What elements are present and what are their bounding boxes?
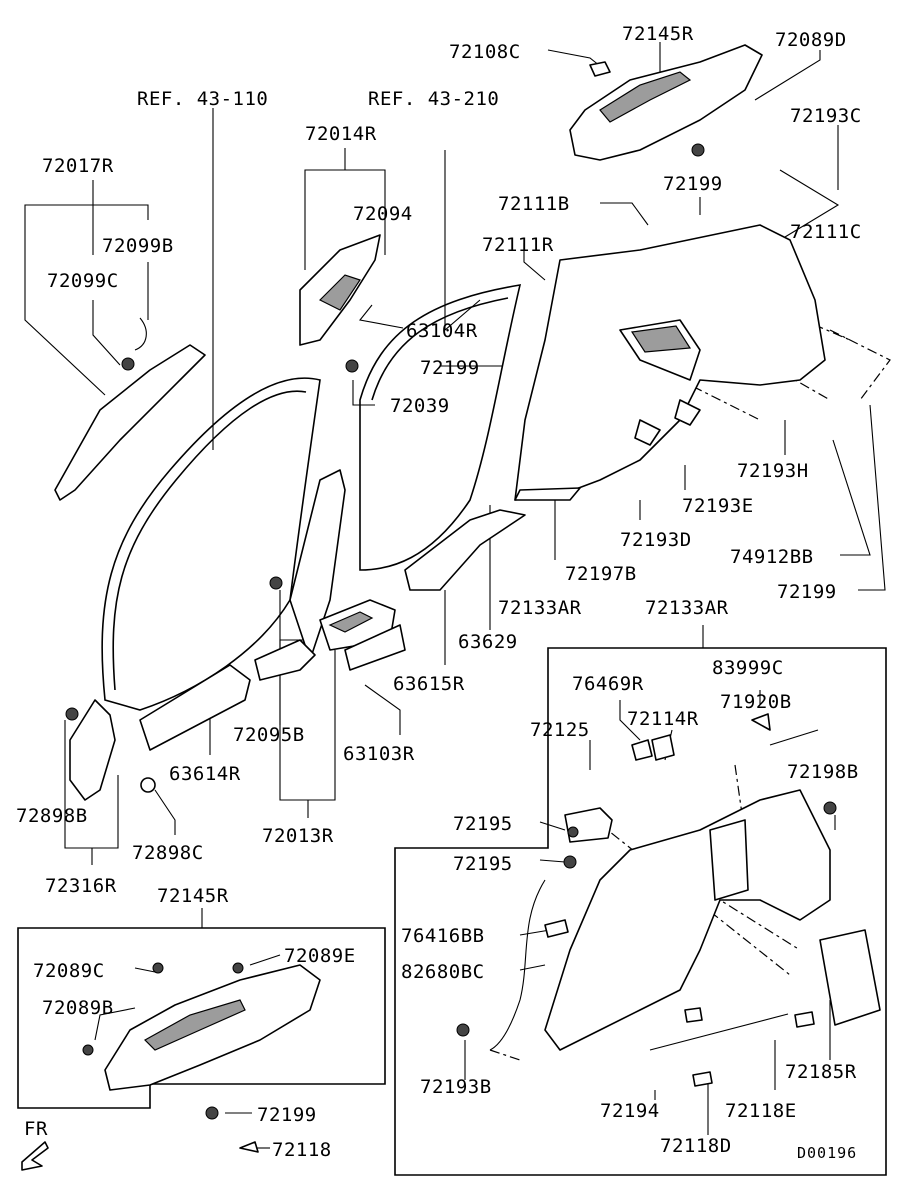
label-72898C: 72898C bbox=[132, 842, 204, 864]
label-72199-a: 72199 bbox=[663, 173, 723, 195]
label-72193C: 72193C bbox=[790, 105, 862, 127]
label-72316R: 72316R bbox=[45, 875, 117, 897]
label-72185R: 72185R bbox=[785, 1061, 857, 1083]
detail-box-72133AR bbox=[394, 647, 887, 1176]
label-72145R-top: 72145R bbox=[622, 23, 694, 45]
fr-label: FR bbox=[24, 1118, 48, 1140]
label-72089D: 72089D bbox=[775, 29, 847, 51]
label-72898B: 72898B bbox=[16, 805, 88, 827]
label-72089E: 72089E bbox=[284, 945, 356, 967]
label-72108C: 72108C bbox=[449, 41, 521, 63]
rear-quarter-trim bbox=[514, 224, 826, 501]
label-72111R: 72111R bbox=[482, 234, 554, 256]
label-72193D: 72193D bbox=[620, 529, 692, 551]
label-72099C: 72099C bbox=[47, 270, 119, 292]
label-72089B: 72089B bbox=[42, 997, 114, 1019]
label-63103R: 63103R bbox=[343, 743, 415, 765]
label-72193E: 72193E bbox=[682, 495, 754, 517]
label-76416BB: 76416BB bbox=[401, 925, 485, 947]
label-72199-d: 72199 bbox=[257, 1104, 317, 1126]
label-72095B: 72095B bbox=[233, 724, 305, 746]
scuff-plates bbox=[139, 509, 526, 751]
label-76469R: 76469R bbox=[572, 673, 644, 695]
label-72118E: 72118E bbox=[725, 1100, 797, 1122]
detail-72145R-trim bbox=[82, 962, 321, 1153]
label-72039: 72039 bbox=[390, 395, 450, 417]
label-82680BC: 82680BC bbox=[401, 961, 485, 983]
label-74912BB: 74912BB bbox=[730, 546, 814, 568]
labels: 72145R 72108C 72089D 72193C 72199 72111B… bbox=[16, 23, 862, 1162]
label-63104R: 63104R bbox=[406, 320, 478, 342]
label-72133AR-a: 72133AR bbox=[498, 597, 582, 619]
label-72195-b: 72195 bbox=[453, 853, 513, 875]
label-72199-c: 72199 bbox=[777, 581, 837, 603]
label-72118: 72118 bbox=[272, 1139, 332, 1161]
label-83999C: 83999C bbox=[712, 657, 784, 679]
label-72199-b: 72199 bbox=[420, 357, 480, 379]
label-72094: 72094 bbox=[353, 203, 413, 225]
upper-trim-part bbox=[569, 44, 763, 161]
label-72193B: 72193B bbox=[420, 1076, 492, 1098]
ref-43-110: REF. 43-110 bbox=[137, 88, 268, 110]
a-pillar-trim bbox=[54, 317, 206, 501]
label-72145R-bottom: 72145R bbox=[157, 885, 229, 907]
ref-43-210: REF. 43-210 bbox=[368, 88, 499, 110]
detail-72133AR-trim bbox=[456, 713, 881, 1087]
diagram-id: D00196 bbox=[797, 1144, 857, 1162]
label-72195-a: 72195 bbox=[453, 813, 513, 835]
label-72194: 72194 bbox=[600, 1100, 660, 1122]
label-72125: 72125 bbox=[530, 719, 590, 741]
label-72118D: 72118D bbox=[660, 1135, 732, 1157]
label-72133AR-b: 72133AR bbox=[645, 597, 729, 619]
front-direction-arrow bbox=[21, 1141, 49, 1171]
label-72017R: 72017R bbox=[42, 155, 114, 177]
front-lower-trim bbox=[65, 699, 156, 801]
label-72111B: 72111B bbox=[498, 193, 570, 215]
label-72114R: 72114R bbox=[627, 708, 699, 730]
label-72099B: 72099B bbox=[102, 235, 174, 257]
label-72089C: 72089C bbox=[33, 960, 105, 982]
label-72111C: 72111C bbox=[790, 221, 862, 243]
label-72014R: 72014R bbox=[305, 123, 377, 145]
label-72197B: 72197B bbox=[565, 563, 637, 585]
label-72013R: 72013R bbox=[262, 825, 334, 847]
label-63629: 63629 bbox=[458, 631, 518, 653]
label-72193H: 72193H bbox=[737, 460, 809, 482]
leader-lines bbox=[24, 42, 886, 1149]
label-71920B: 71920B bbox=[720, 691, 792, 713]
label-63615R: 63615R bbox=[393, 673, 465, 695]
b-pillar-upper-trim bbox=[299, 234, 381, 346]
label-63614R: 63614R bbox=[169, 763, 241, 785]
label-72198B: 72198B bbox=[787, 761, 859, 783]
door-opening-weatherstrip bbox=[101, 284, 522, 711]
